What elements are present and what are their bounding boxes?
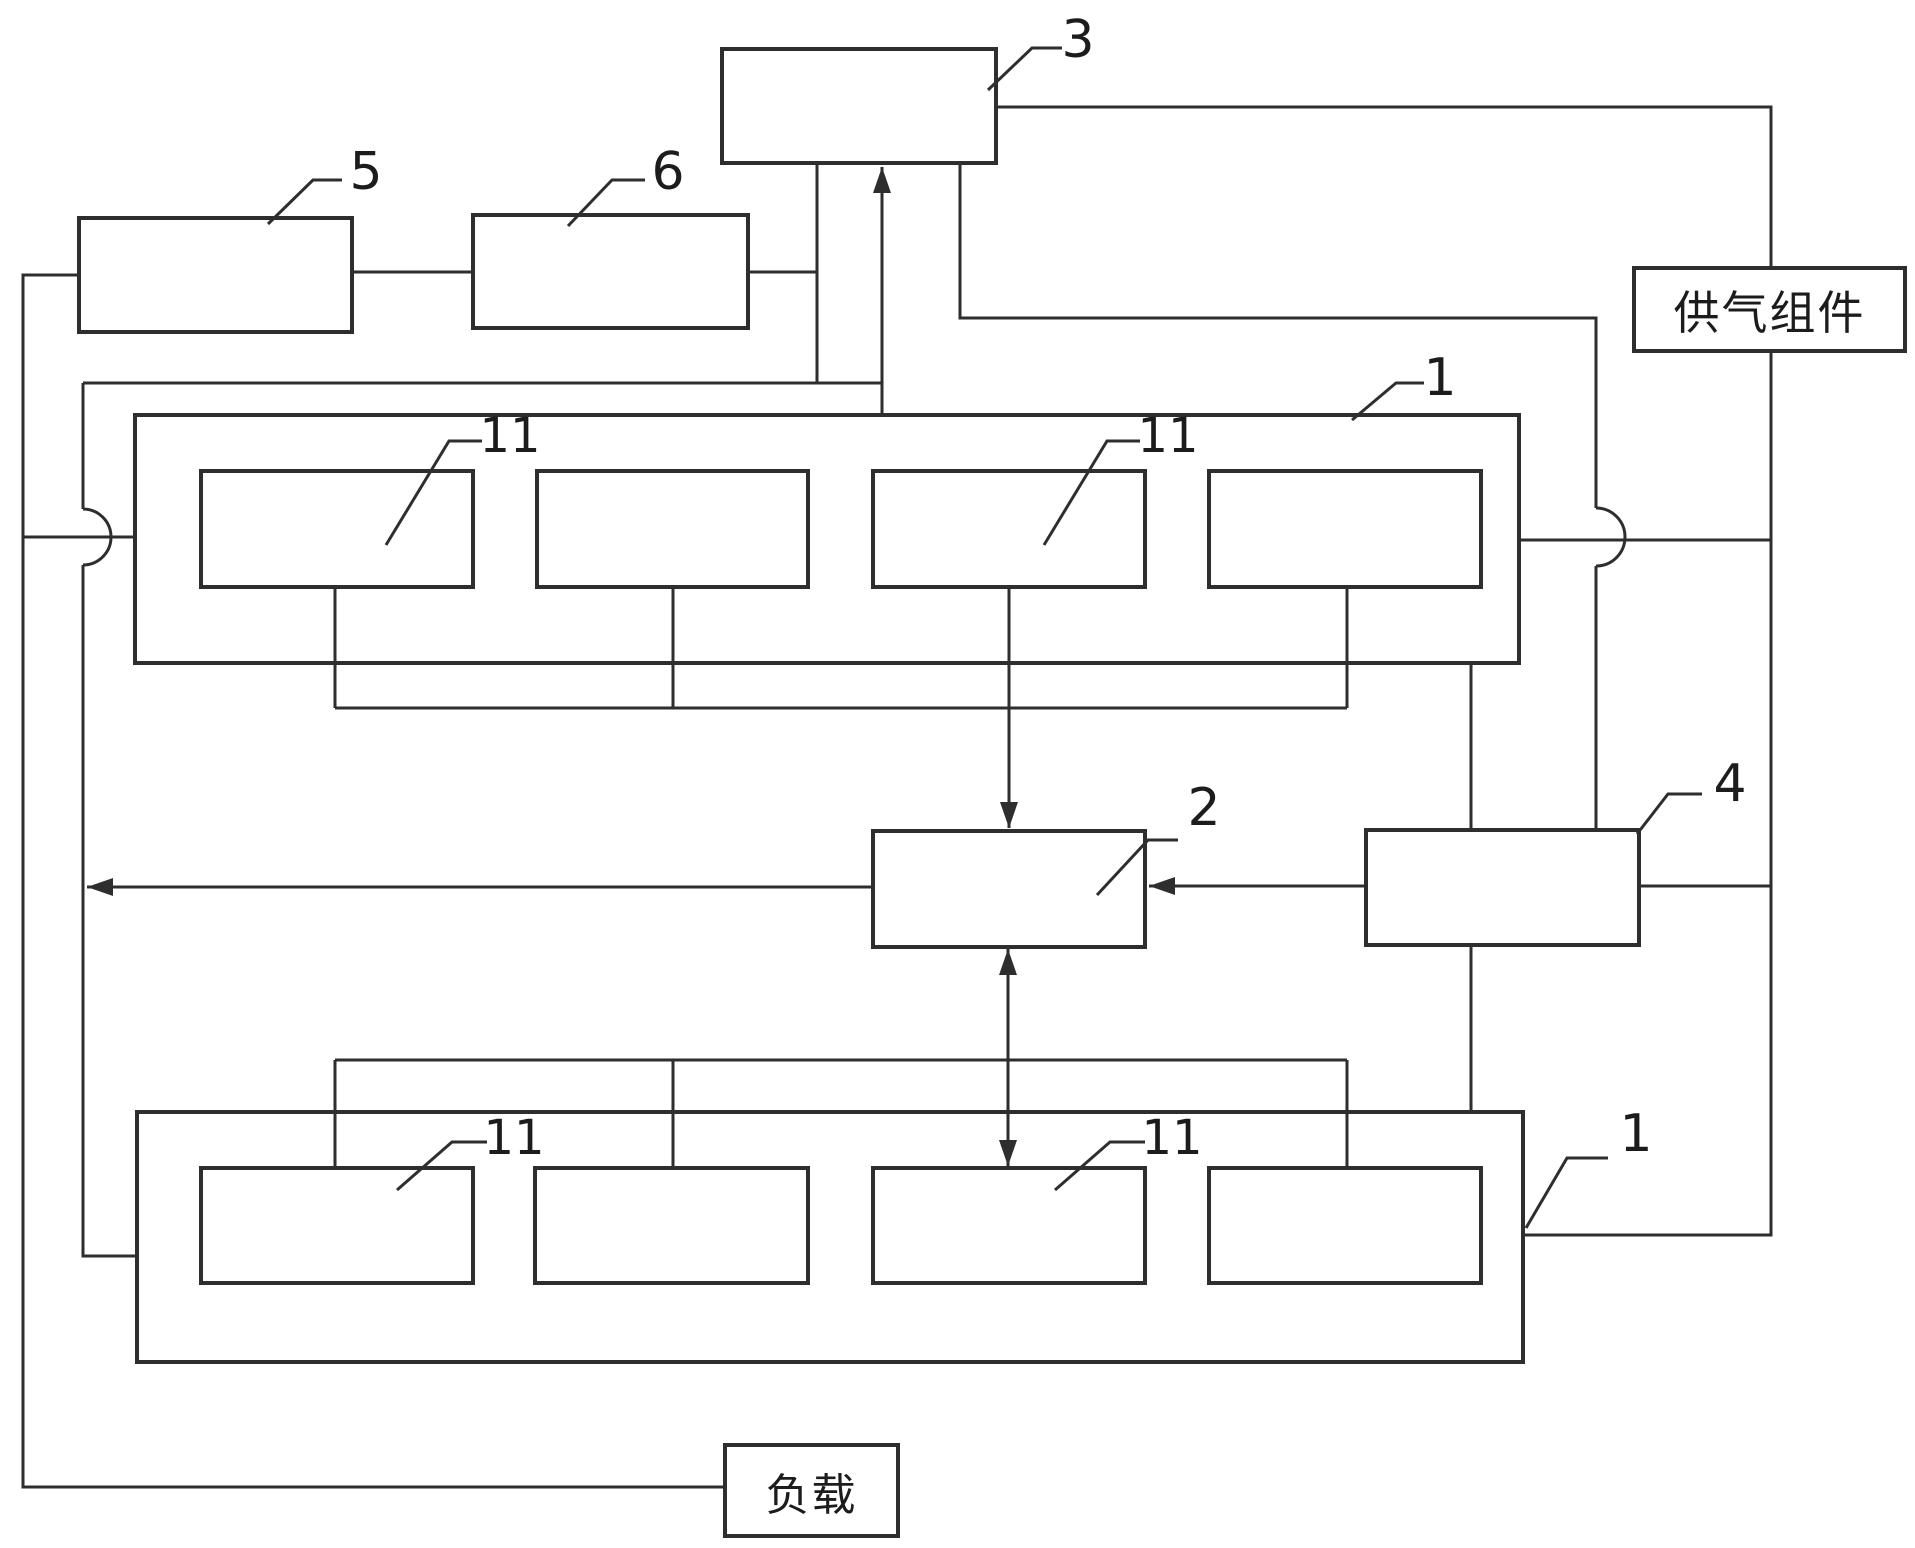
ref-11-top-left: 11 — [479, 408, 541, 464]
wire-gas-supply-to-bottom-group — [1523, 353, 1773, 1237]
unit-11-bottom-3 — [871, 1166, 1147, 1285]
wire-left-bus-lower — [81, 565, 137, 1258]
unit-11-top-1 — [199, 469, 475, 589]
box-2 — [871, 829, 1147, 949]
ref-1-top: 1 — [1423, 348, 1457, 408]
leader-ref-1-top — [1351, 381, 1424, 422]
arrow-box2-bottom-group-arrowhead — [999, 949, 1017, 975]
arrow-into-box3-arrowhead — [873, 167, 891, 193]
arrow-box4-to-box2-arrowhead — [1149, 877, 1175, 895]
unit-11-bottom-2 — [533, 1166, 810, 1285]
ref-6: 6 — [651, 142, 685, 202]
unit-11-top-4 — [1207, 469, 1483, 589]
ref-11-top-right: 11 — [1137, 408, 1199, 464]
leader-ref-11-bottom-right — [1054, 1140, 1145, 1192]
ref-11-bottom-left: 11 — [483, 1110, 545, 1166]
leader-ref-11-top-left — [384, 439, 482, 546]
leader-ref-4 — [1635, 792, 1702, 835]
wire-box3-to-box4-upper — [958, 163, 1598, 508]
box-5 — [77, 216, 354, 334]
leader-ref-6 — [566, 178, 645, 228]
crossover-hop-left — [82, 507, 113, 567]
arrow-box2-bottom-group-arrowhead — [999, 1140, 1017, 1166]
ref-11-bottom-right: 11 — [1141, 1110, 1203, 1166]
leader-ref-5 — [266, 178, 342, 226]
gas-supply-assembly-box: 供气组件 — [1632, 266, 1907, 353]
load-box: 负载 — [723, 1443, 900, 1538]
leader-ref-11-top-right — [1042, 439, 1140, 546]
wire-box3-to-gas-supply — [996, 105, 1773, 266]
wire-box5-to-load — [21, 273, 723, 1489]
leader-ref-3 — [986, 46, 1062, 92]
box-6 — [471, 213, 750, 330]
unit-11-bottom-4 — [1207, 1166, 1483, 1285]
ref-3: 3 — [1061, 10, 1095, 70]
ref-2: 2 — [1187, 778, 1221, 838]
ref-5: 5 — [349, 142, 383, 202]
unit-11-bottom-1 — [199, 1166, 475, 1285]
group-1-top — [133, 413, 1521, 665]
ref-1-bottom: 1 — [1619, 1104, 1653, 1164]
unit-11-top-2 — [535, 469, 810, 589]
box-4 — [1364, 828, 1641, 947]
box-3 — [720, 47, 998, 165]
crossover-hop-right — [1595, 506, 1627, 568]
leader-ref-11-bottom-left — [396, 1140, 487, 1192]
group-1-bottom — [135, 1110, 1525, 1364]
leader-ref-1-bottom — [1524, 1156, 1608, 1229]
leader-ref-2 — [1095, 838, 1178, 897]
unit-11-top-3 — [871, 469, 1147, 589]
arrow-box2-to-left-bus-arrowhead — [87, 878, 113, 896]
ref-4: 4 — [1713, 754, 1747, 814]
arrow-top-group-to-box2-arrowhead — [1000, 802, 1018, 828]
